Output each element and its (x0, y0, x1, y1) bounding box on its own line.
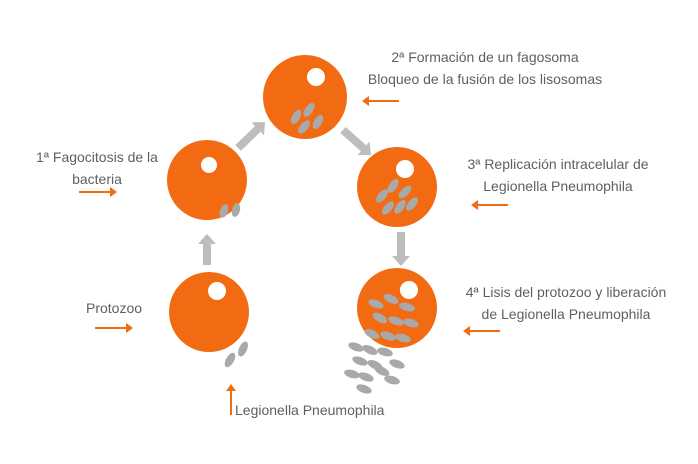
bacterium-released (374, 366, 390, 376)
bacterium-replicating (376, 189, 388, 203)
bacterium-replicating (398, 185, 412, 199)
bacterium-released (348, 342, 364, 352)
cell-stage-3-nucleus (396, 160, 414, 178)
bacterium-released (358, 372, 374, 382)
cell-stage-1-nucleus (201, 157, 217, 173)
pointer-arrow-stage-2-head (362, 96, 369, 106)
bacterium-replicating (387, 179, 399, 193)
bacterium-phagosome (290, 109, 302, 125)
bacterium-released (372, 312, 388, 324)
pointer-arrow-stage-1-head (110, 187, 117, 197)
protozoo-cell (169, 272, 249, 352)
bacterium-released (388, 316, 404, 326)
bacterium-released (395, 333, 411, 343)
label-stage-4-line-1: 4ª Lisis del protozoo y liberación (465, 284, 667, 300)
bacterium-replicating (394, 200, 406, 214)
label-stage-1-line-2: bacteria (72, 171, 122, 187)
label-stage-2-line-2: Bloqueo de la fusión de los lisosomas (367, 71, 603, 87)
bacterium-released (362, 345, 378, 355)
label-stage-4: 4ª Lisis del protozoo y liberación de Le… (438, 281, 694, 325)
label-legionella-text: Legionella Pneumophila (235, 402, 385, 418)
bacterium-released (384, 375, 400, 385)
flow-arrow-to-stage-2 (235, 122, 265, 151)
label-legionella: Legionella Pneumophila (235, 399, 384, 421)
bacterium-outside (224, 352, 236, 368)
bacterium-released (344, 369, 360, 379)
label-protozoo-line-1: Protozoo (86, 300, 143, 316)
bacterium-replicating (382, 201, 394, 215)
bacterium-released (356, 384, 372, 394)
pointer-arrow-legionella-head (226, 384, 236, 391)
cell-stage-2 (263, 55, 347, 139)
pointer-arrow-stage-4-head (463, 326, 470, 336)
label-stage-1-line-1: 1ª Fagocitosis de la (36, 149, 158, 165)
pointer-arrow-stage-3-head (471, 200, 478, 210)
pointer-arrow-protozoo-head (126, 323, 133, 333)
flow-arrow-down (392, 232, 410, 266)
cell-stage-2-nucleus (307, 68, 325, 86)
label-stage-1: 1ª Fagocitosis de la bacteria (22, 146, 172, 190)
flow-arrow-up (198, 234, 216, 265)
bacterium-phagosome (303, 103, 315, 117)
cell-stage-1 (167, 140, 247, 220)
label-stage-3: 3ª Replicación intracelular de Legionell… (438, 153, 678, 197)
bacterium-phagosome (312, 114, 324, 130)
bacterium-entering (219, 204, 229, 218)
label-stage-3-line-2: Legionella Pneumophila (483, 178, 633, 194)
bacterium-replicating (406, 197, 418, 211)
bacterium-released (380, 331, 396, 341)
bacterium-released (383, 294, 399, 304)
protozoo-cell-nucleus (208, 282, 226, 300)
bacterium-released (377, 347, 393, 357)
label-stage-4-line-2: de Legionella Pneumophila (481, 306, 651, 322)
bacterium-entering (231, 203, 241, 217)
bacterium-outside (238, 341, 248, 357)
label-protozoo: Protozoo (86, 297, 142, 319)
bacterium-released (399, 302, 415, 312)
bacterium-released (364, 329, 380, 339)
label-stage-2-line-1: 2ª Formación de un fagosoma (391, 49, 579, 65)
bacterium-released (352, 356, 368, 366)
cell-stage-4-nucleus (400, 281, 418, 299)
label-stage-2: 2ª Formación de un fagosoma Bloqueo de l… (340, 46, 630, 90)
bacterium-released (403, 318, 419, 328)
bacterium-released (368, 299, 384, 309)
bacterium-released (389, 359, 405, 369)
bacterium-phagosome (298, 120, 310, 134)
label-stage-3-line-1: 3ª Replicación intracelular de (467, 156, 649, 172)
flow-arrow-to-stage-3 (340, 127, 371, 156)
